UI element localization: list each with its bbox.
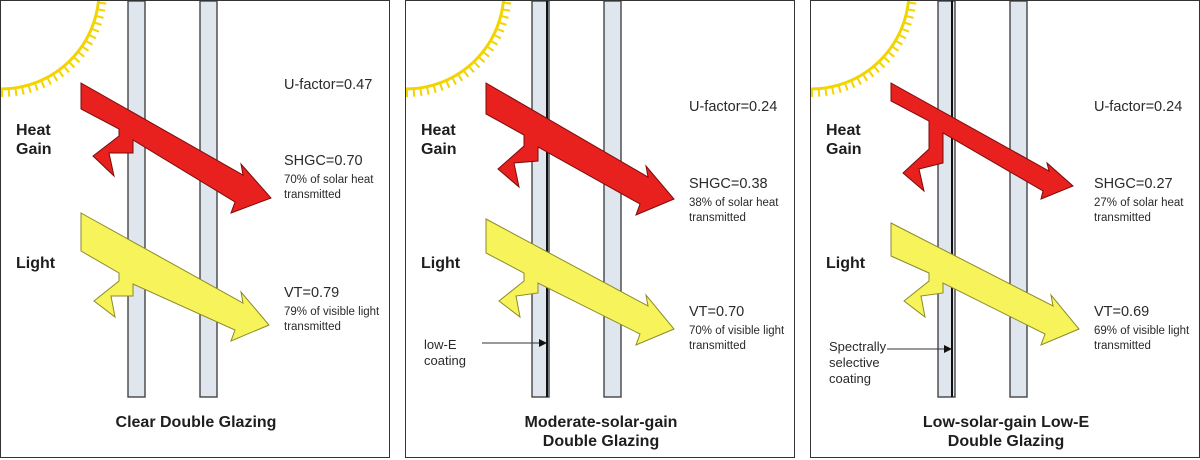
u-factor-value: U-factor=0.47 <box>284 77 373 93</box>
sun-icon <box>406 1 512 97</box>
shgc-note: 27% of solar heat transmitted <box>1094 197 1184 224</box>
vt-note: 79% of visible light transmitted <box>284 306 380 333</box>
vt-value: VT=0.79 <box>284 285 340 301</box>
light-label: Light <box>421 255 461 272</box>
heat-gain-arrow <box>485 82 675 216</box>
coating-pointer <box>482 339 547 347</box>
coating-pointer <box>887 345 952 353</box>
light-arrow <box>485 218 675 346</box>
sun-icon <box>1 1 107 97</box>
panel-graphic <box>406 1 675 398</box>
shgc-note: 38% of solar heat transmitted <box>689 197 779 224</box>
light-arrow <box>890 222 1080 346</box>
shgc-value: SHGC=0.38 <box>689 176 768 192</box>
glass-panes <box>127 1 218 398</box>
glass-panes <box>937 1 1028 398</box>
vt-note: 69% of visible light transmitted <box>1094 325 1190 352</box>
shgc-value: SHGC=0.70 <box>284 153 363 169</box>
u-factor-value: U-factor=0.24 <box>1094 99 1183 115</box>
vt-value: VT=0.69 <box>1094 304 1150 320</box>
panel-title: Clear Double Glazing <box>115 414 277 431</box>
glass-panes <box>531 1 622 398</box>
u-factor-value: U-factor=0.24 <box>689 99 778 115</box>
shgc-value: SHGC=0.27 <box>1094 176 1173 192</box>
vt-note: 70% of visible light transmitted <box>689 325 785 352</box>
panel-graphic <box>1 1 272 398</box>
heat-gain-arrow <box>890 82 1074 200</box>
panel-graphic <box>811 1 1080 398</box>
heat-gain-arrow <box>80 82 272 214</box>
vt-value: VT=0.70 <box>689 304 745 320</box>
light-arrow <box>80 212 270 342</box>
shgc-note: 70% of solar heat transmitted <box>284 174 374 201</box>
sun-icon <box>811 1 917 97</box>
light-label: Light <box>826 255 866 272</box>
light-label: Light <box>16 255 56 272</box>
